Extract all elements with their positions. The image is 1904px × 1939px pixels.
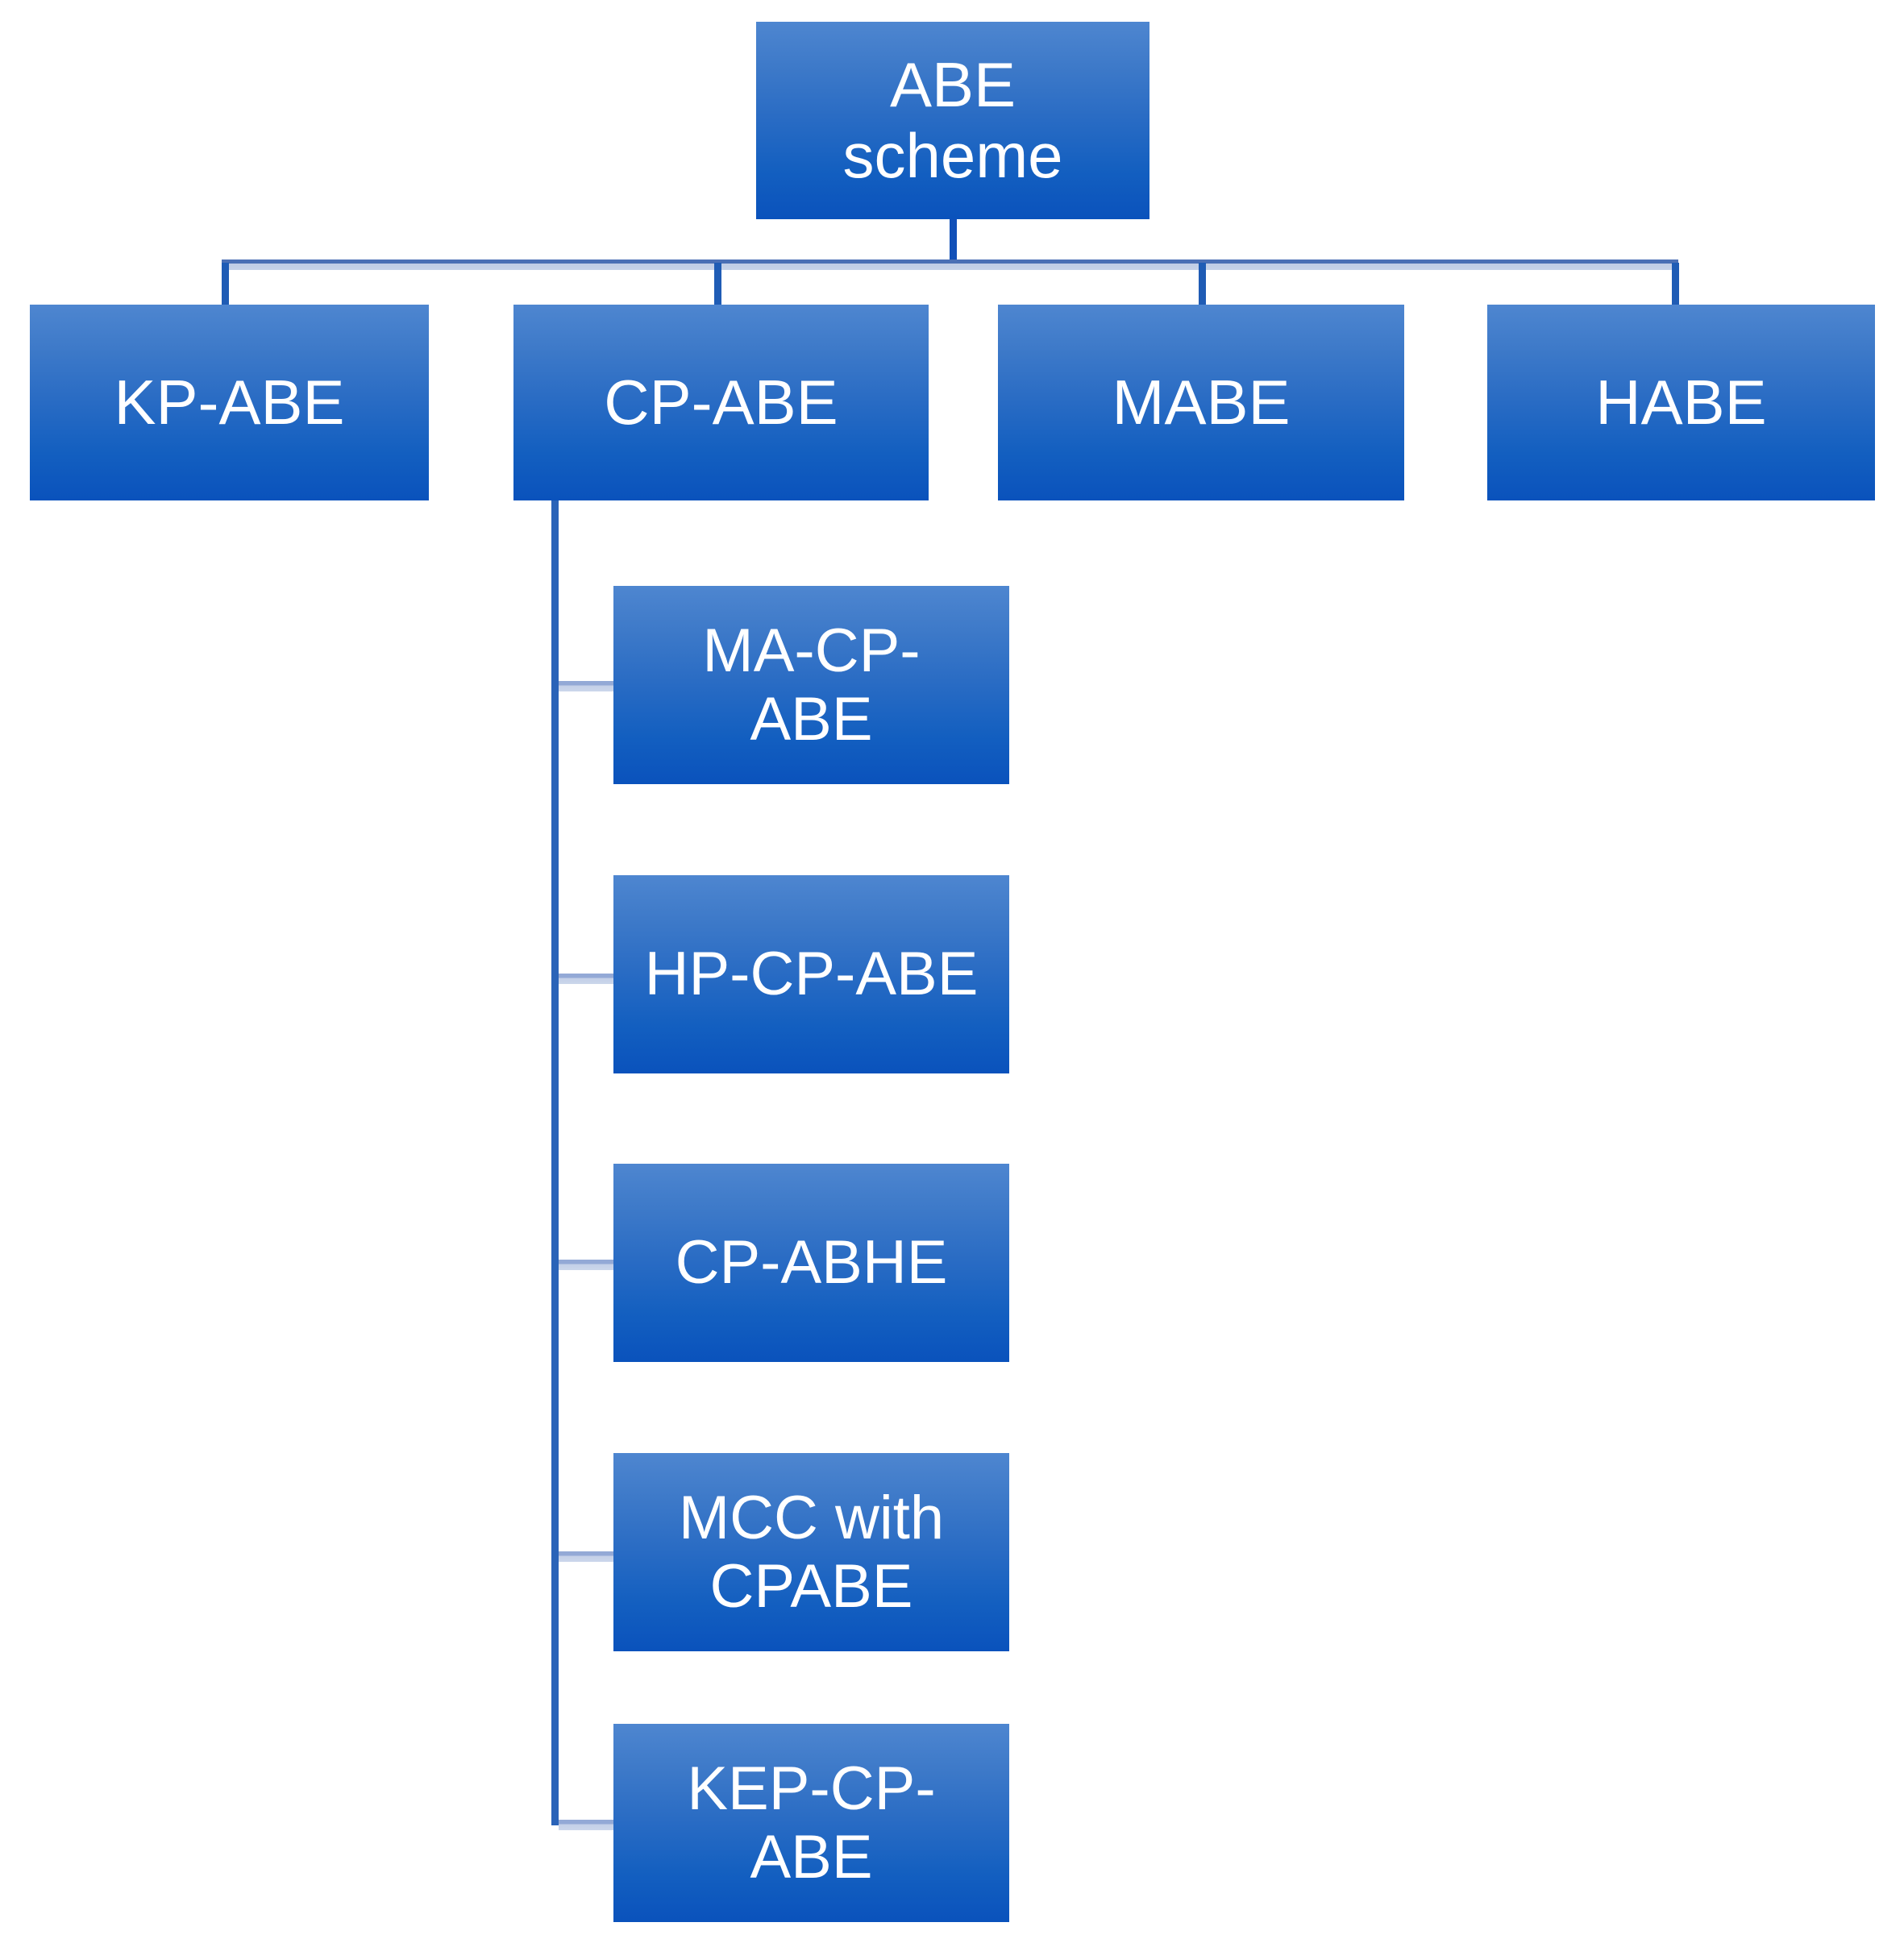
node-mabe[interactable]: MABE (998, 305, 1404, 500)
connector-drop-kp-abe (222, 263, 229, 306)
connector-drop-habe (1672, 263, 1679, 306)
node-mcc-with-cpabe[interactable]: MCC with CPABE (613, 1453, 1009, 1651)
node-mabe-label: MABE (1112, 366, 1291, 438)
node-habe-label: HABE (1595, 366, 1767, 438)
node-cp-abe[interactable]: CP-ABE (513, 305, 929, 500)
node-cp-abhe[interactable]: CP-ABHE (613, 1164, 1009, 1362)
connector-drop-cp-abe (714, 263, 721, 306)
node-ma-cp-abe[interactable]: MA-CP- ABE (613, 586, 1009, 784)
connector-stub-mcc-with-cpabe (559, 1551, 619, 1562)
node-kp-abe-label: KP-ABE (114, 366, 345, 438)
connector-stub-hp-cp-abe (559, 974, 619, 984)
node-abe-scheme[interactable]: ABE scheme (756, 22, 1149, 219)
node-kp-abe[interactable]: KP-ABE (30, 305, 429, 500)
node-ma-cp-abe-label: MA-CP- ABE (702, 616, 921, 754)
connector-cp-abe-spine (551, 500, 559, 1825)
node-habe[interactable]: HABE (1487, 305, 1875, 500)
node-kep-cp-abe[interactable]: KEP-CP- ABE (613, 1724, 1009, 1922)
connector-stub-ma-cp-abe (559, 681, 619, 691)
node-abe-scheme-label: ABE scheme (842, 49, 1063, 191)
node-hp-cp-abe[interactable]: HP-CP-ABE (613, 875, 1009, 1073)
node-mcc-with-cpabe-label: MCC with CPABE (678, 1483, 945, 1621)
node-hp-cp-abe-label: HP-CP-ABE (644, 940, 979, 1009)
connector-stub-kep-cp-abe (559, 1820, 619, 1830)
connector-stub-cp-abhe (559, 1260, 619, 1270)
connector-root-stem (950, 219, 957, 263)
node-kep-cp-abe-label: KEP-CP- ABE (687, 1754, 936, 1891)
node-cp-abe-label: CP-ABE (604, 366, 838, 438)
connector-drop-mabe (1199, 263, 1206, 306)
connector-level1-bus (222, 260, 1678, 270)
node-cp-abhe-label: CP-ABHE (675, 1228, 948, 1298)
